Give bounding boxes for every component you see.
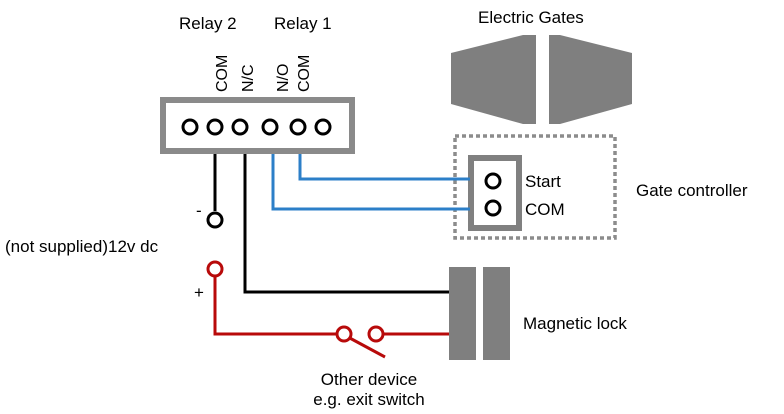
switch-contact-right xyxy=(367,325,385,343)
terminal-label-com-relay2: COM xyxy=(214,55,231,92)
start-label: Start xyxy=(525,172,561,191)
negative-sign: - xyxy=(196,201,202,220)
terminal-screw-2 xyxy=(206,118,224,136)
terminal-screw-6 xyxy=(314,118,332,136)
other-device-label: Other device xyxy=(321,370,417,389)
terminal-block xyxy=(160,97,355,154)
electric-gates-title: Electric Gates xyxy=(478,8,584,27)
terminal-label-no: N/O xyxy=(275,64,292,92)
com-label: COM xyxy=(525,200,565,219)
negative-terminal xyxy=(206,211,224,229)
exit-switch-label: e.g. exit switch xyxy=(313,390,425,409)
blue-wire-start xyxy=(298,154,470,181)
red-wire-supply xyxy=(213,276,337,336)
black-wire-lock xyxy=(243,154,449,294)
terminal-screw-5 xyxy=(289,118,307,136)
power-supply-label: (not supplied)12v dc xyxy=(5,237,159,256)
gate-controller-box xyxy=(453,134,617,240)
lock-magnet xyxy=(449,267,476,360)
gate-controller-label: Gate controller xyxy=(636,181,748,200)
blue-wires xyxy=(271,154,470,211)
switch-lever xyxy=(345,334,386,359)
switch-contact-left xyxy=(335,325,353,343)
magnetic-lock-icon xyxy=(449,267,510,360)
electric-gates-icon xyxy=(451,35,632,124)
gate-left xyxy=(451,35,536,124)
blue-wire-com xyxy=(271,154,470,211)
black-wires xyxy=(213,154,449,294)
gate-right xyxy=(549,35,632,124)
lock-armature xyxy=(483,267,510,360)
positive-terminal xyxy=(206,260,224,278)
magnetic-lock-label: Magnetic lock xyxy=(523,314,627,333)
terminal-screw-3 xyxy=(231,118,249,136)
terminal-label-nc: N/C xyxy=(240,64,257,92)
positive-sign: + xyxy=(194,283,204,302)
terminal-screw-1 xyxy=(181,118,199,136)
terminal-label-com-relay1: COM xyxy=(296,55,313,92)
red-wires xyxy=(213,276,449,359)
gate-controller-terminals xyxy=(468,155,522,231)
relay-1-label: Relay 1 xyxy=(274,14,332,33)
relay-2-label: Relay 2 xyxy=(179,14,237,33)
start-terminal xyxy=(484,172,502,190)
terminal-screw-4 xyxy=(261,118,279,136)
com-terminal xyxy=(484,199,502,217)
